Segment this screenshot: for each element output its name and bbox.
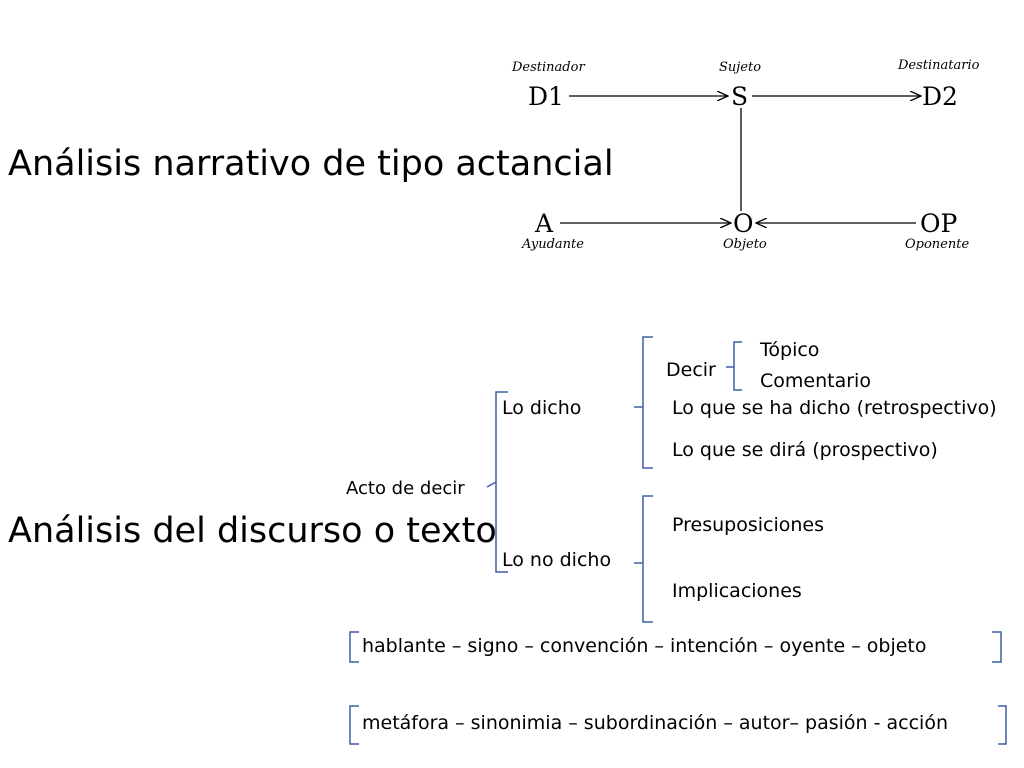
role-destinador: Destinador [511,60,585,75]
chain2-right-bracket [998,705,1007,745]
node-topico: Tópico [760,339,820,361]
node-lo-dicho: Lo dicho [502,397,582,419]
node-acto-de-decir: Acto de decir [346,478,465,499]
title-discourse-analysis: Análisis del discurso o texto [8,511,497,551]
bracket-lo-dicho [642,336,653,469]
role-sujeto: Sujeto [719,60,761,75]
node-o: O [733,209,754,238]
role-destinatario: Destinatario [897,58,980,73]
node-d2: D2 [922,82,958,111]
node-comentario: Comentario [760,370,871,392]
chain2-left-bracket [349,705,359,745]
chain1-right-bracket [992,631,1002,663]
bracket-acto-de-decir [495,391,508,573]
chain1-left-bracket [349,631,359,663]
node-implicaciones: Implicaciones [672,580,802,602]
node-prospectivo: Lo que se dirá (prospectivo) [672,439,938,461]
node-d1: D1 [528,82,564,111]
node-decir: Decir [666,359,716,381]
chain-rhetoric: metáfora – sinonimia – subordinación – a… [362,712,948,734]
title-narrative-analysis: Análisis narrativo de tipo actancial [8,144,614,184]
role-oponente: Oponente [905,237,969,252]
bracket-lo-no-dicho [642,495,653,623]
bracket-acto-de-decir-tip [486,481,497,488]
role-ayudante: Ayudante [521,237,584,252]
role-objeto: Objeto [723,237,767,252]
node-lo-no-dicho: Lo no dicho [502,549,612,571]
node-retrospectivo: Lo que se ha dicho (retrospectivo) [672,397,997,419]
chain-communication: hablante – signo – convención – intenció… [362,635,927,657]
node-a: A [534,209,554,238]
node-presuposiciones: Presuposiciones [672,514,824,536]
bracket-decir [733,341,742,391]
node-s: S [731,82,748,111]
node-op: OP [920,209,957,238]
